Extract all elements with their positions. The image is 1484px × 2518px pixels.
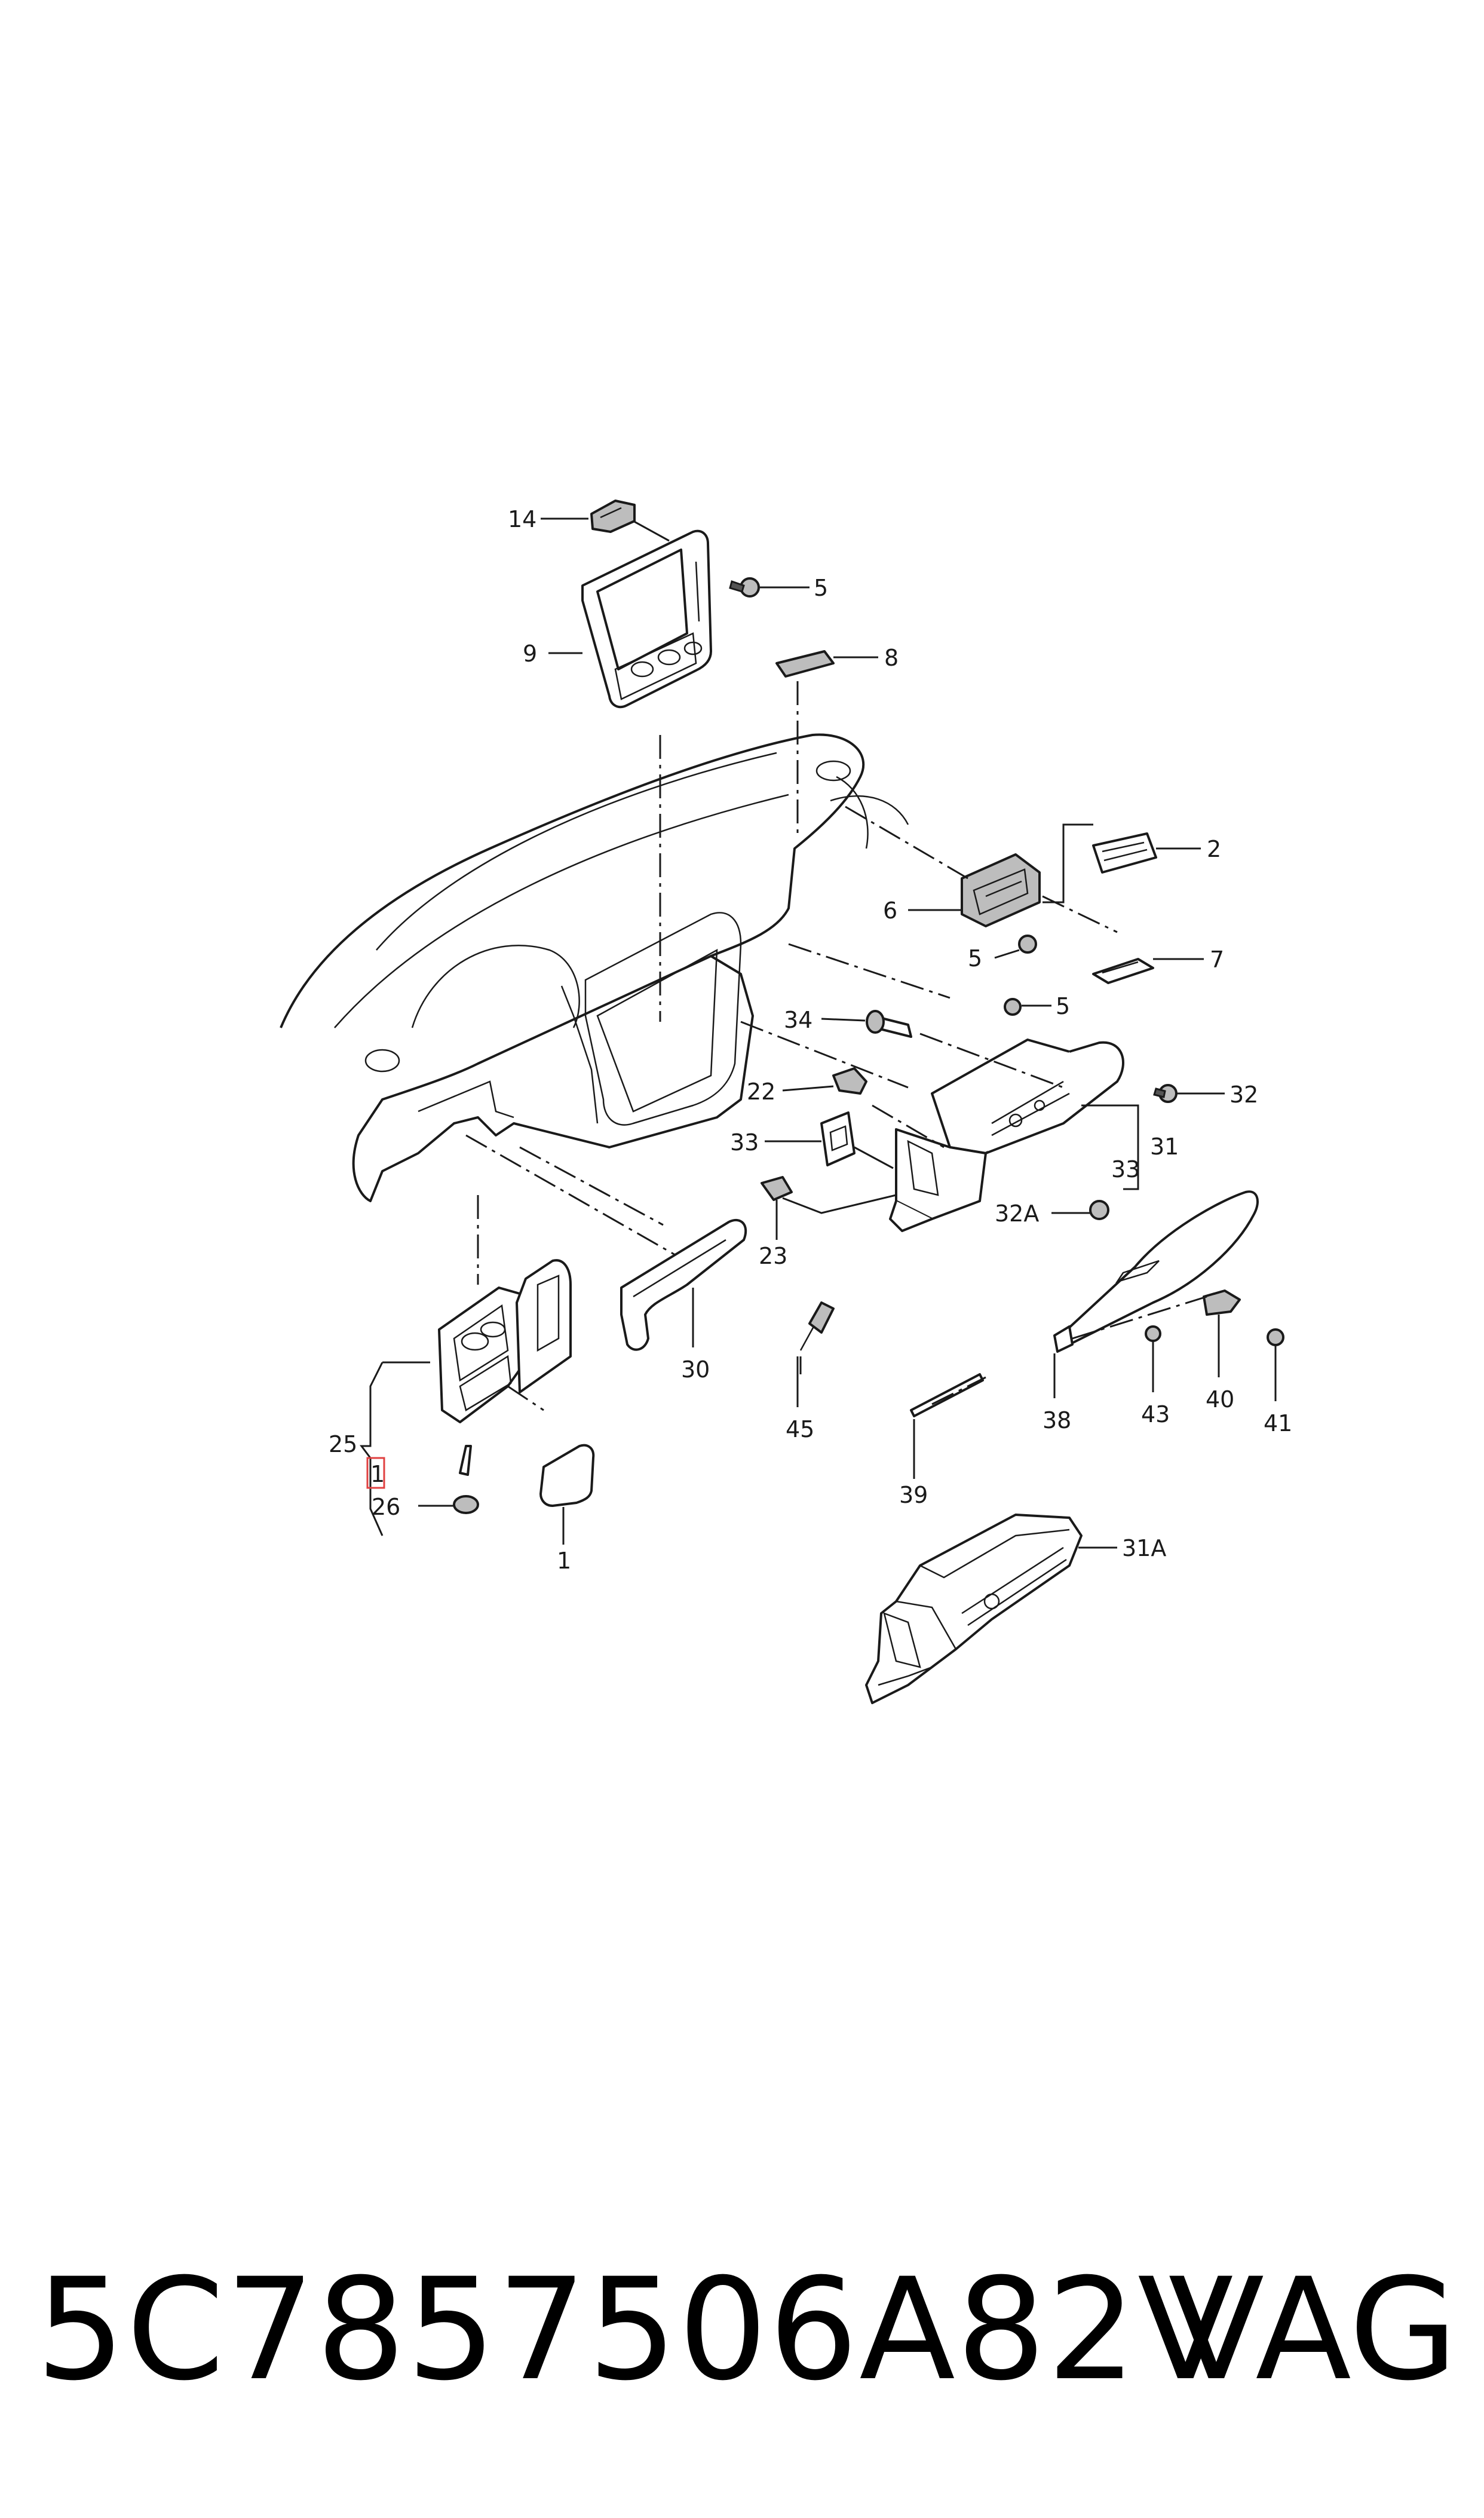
part-38-glove-box-lid xyxy=(1053,1190,1259,1353)
callout-2: 2 xyxy=(1207,836,1221,862)
callout-34: 34 xyxy=(784,1007,812,1033)
callout-39: 39 xyxy=(899,1482,928,1508)
part-7-pad xyxy=(1092,958,1154,984)
callout-31: 31 xyxy=(1150,1134,1179,1160)
part-5-screw-top xyxy=(729,577,760,598)
part-31-glove-box xyxy=(889,1039,1124,1232)
callout-22: 22 xyxy=(747,1079,775,1105)
callout-45: 45 xyxy=(786,1416,814,1442)
callout-41: 41 xyxy=(1264,1410,1292,1436)
assembly-lines xyxy=(465,681,1207,1411)
callout-30: 30 xyxy=(681,1356,710,1383)
part-39-rod xyxy=(910,1373,984,1417)
leader-lines xyxy=(360,517,1277,1549)
part-40-hinge xyxy=(1203,1289,1241,1316)
part-2-cover xyxy=(1092,832,1157,874)
callout-26: 26 xyxy=(372,1494,400,1520)
part-30-knee-trim xyxy=(620,1218,747,1351)
callout-1: 1 xyxy=(557,1548,571,1574)
part-22-clip xyxy=(832,1067,867,1095)
callout-1-highlight: 1 xyxy=(370,1461,385,1487)
part-5-screw-mid xyxy=(1018,935,1037,954)
part-26-screw xyxy=(453,1445,479,1514)
part-8-pad xyxy=(775,650,835,678)
callout-40: 40 xyxy=(1206,1386,1234,1413)
part-41-clip xyxy=(1267,1328,1284,1346)
brand-name: VAG xyxy=(1168,2249,1458,2412)
part-33-bracket xyxy=(820,1111,856,1166)
part-6-vent-housing xyxy=(961,853,1041,927)
callout-23: 23 xyxy=(759,1243,787,1269)
callout-33-left: 33 xyxy=(730,1129,759,1156)
callout-33-right: 33 xyxy=(1111,1156,1140,1183)
callout-25: 25 xyxy=(329,1431,357,1457)
callout-14: 14 xyxy=(508,506,536,532)
part-9-center-trim-frame xyxy=(581,529,712,709)
callout-7: 7 xyxy=(1210,946,1224,973)
callout-9: 9 xyxy=(523,641,537,667)
callout-32: 32 xyxy=(1229,1082,1258,1108)
callout-31a: 31A xyxy=(1122,1535,1166,1561)
part-number: 5C7857506A82V xyxy=(36,2249,1235,2412)
part-32-screw xyxy=(1153,1084,1178,1103)
part-31a-glove-box xyxy=(865,1514,1083,1704)
part-23-clip xyxy=(761,1176,793,1201)
callout-5-top: 5 xyxy=(814,575,828,601)
part-14-clip xyxy=(590,500,636,533)
callout-5-lower: 5 xyxy=(1056,993,1070,1019)
highlight-box xyxy=(366,1457,385,1489)
part-34-pin xyxy=(866,1010,912,1038)
part-32a-nut xyxy=(1089,1200,1109,1220)
part-45-latch xyxy=(799,1301,835,1351)
callout-38: 38 xyxy=(1043,1407,1071,1433)
dashboard-panel xyxy=(280,733,909,1202)
callout-labels: 14 5 9 8 2 6 5 7 5 34 22 32 33 33 31 32A… xyxy=(329,506,1292,1574)
callout-32a: 32A xyxy=(995,1200,1039,1227)
callout-5-mid: 5 xyxy=(968,945,982,972)
part-43-screw xyxy=(1145,1325,1161,1342)
part-25-console-trim xyxy=(438,1259,572,1423)
footer: 5C7857506A82V VAG xyxy=(36,2253,1458,2408)
callout-8: 8 xyxy=(884,645,899,671)
callout-43: 43 xyxy=(1141,1401,1170,1428)
part-5-screw-lower xyxy=(1004,998,1022,1016)
callout-6: 6 xyxy=(883,897,897,924)
part-1-cover-cap xyxy=(539,1444,595,1507)
